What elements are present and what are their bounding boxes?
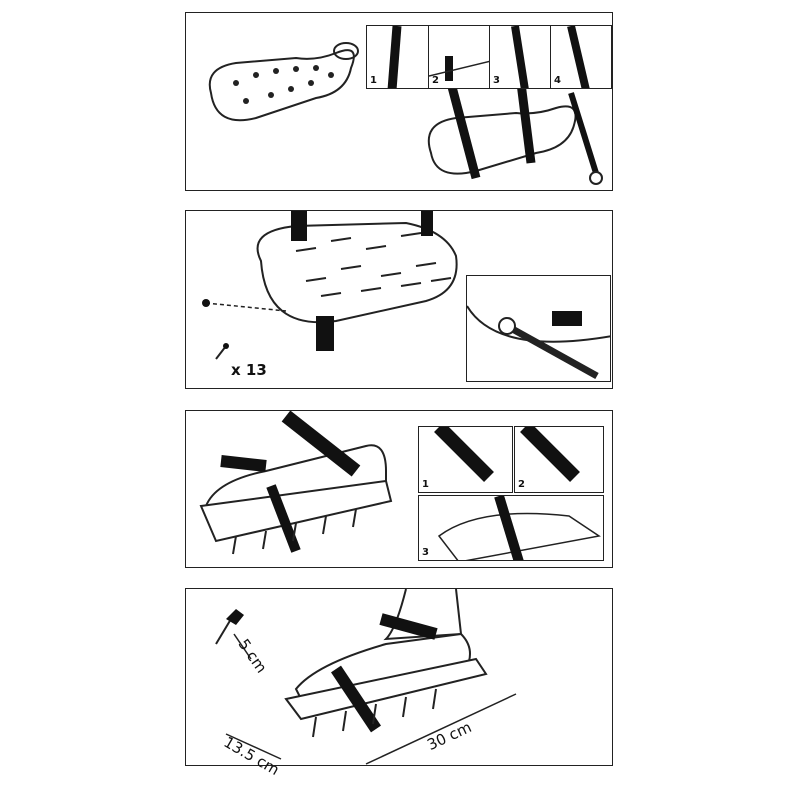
spike-installation-illustration [202, 211, 458, 360]
inset-number: 3 [493, 75, 500, 86]
inset-number: 3 [422, 547, 429, 558]
dimensions-illustration [215, 589, 517, 765]
inset-number: 4 [554, 75, 561, 86]
panel-shoe-fastening: 1 2 3 [185, 410, 613, 568]
shoe-on-sandal-illustration [199, 411, 393, 555]
inset-wrench-tightening [466, 275, 611, 382]
inset-number: 2 [432, 75, 439, 86]
inset-number: 2 [518, 479, 525, 490]
inset-step-4: 4 [550, 25, 612, 89]
inset-step-2: 2 [428, 25, 490, 89]
panel-strap-assembly: 1 2 3 4 [185, 12, 613, 191]
inset-number: 1 [422, 479, 429, 490]
spike-quantity: x 13 [231, 361, 267, 379]
inset-fasten-2: 2 [514, 426, 604, 493]
inset-fasten-1: 1 [418, 426, 513, 493]
panel-spike-installation: x 13 [185, 210, 613, 389]
inset-step-3: 3 [489, 25, 551, 89]
panel-dimensions: 5 cm 13.5 cm 30 cm [185, 588, 613, 779]
inset-step-1: 1 [366, 25, 429, 89]
sandal-sole-illustration [208, 42, 603, 185]
inset-number: 1 [370, 75, 377, 86]
inset-fasten-3: 3 [418, 495, 604, 561]
